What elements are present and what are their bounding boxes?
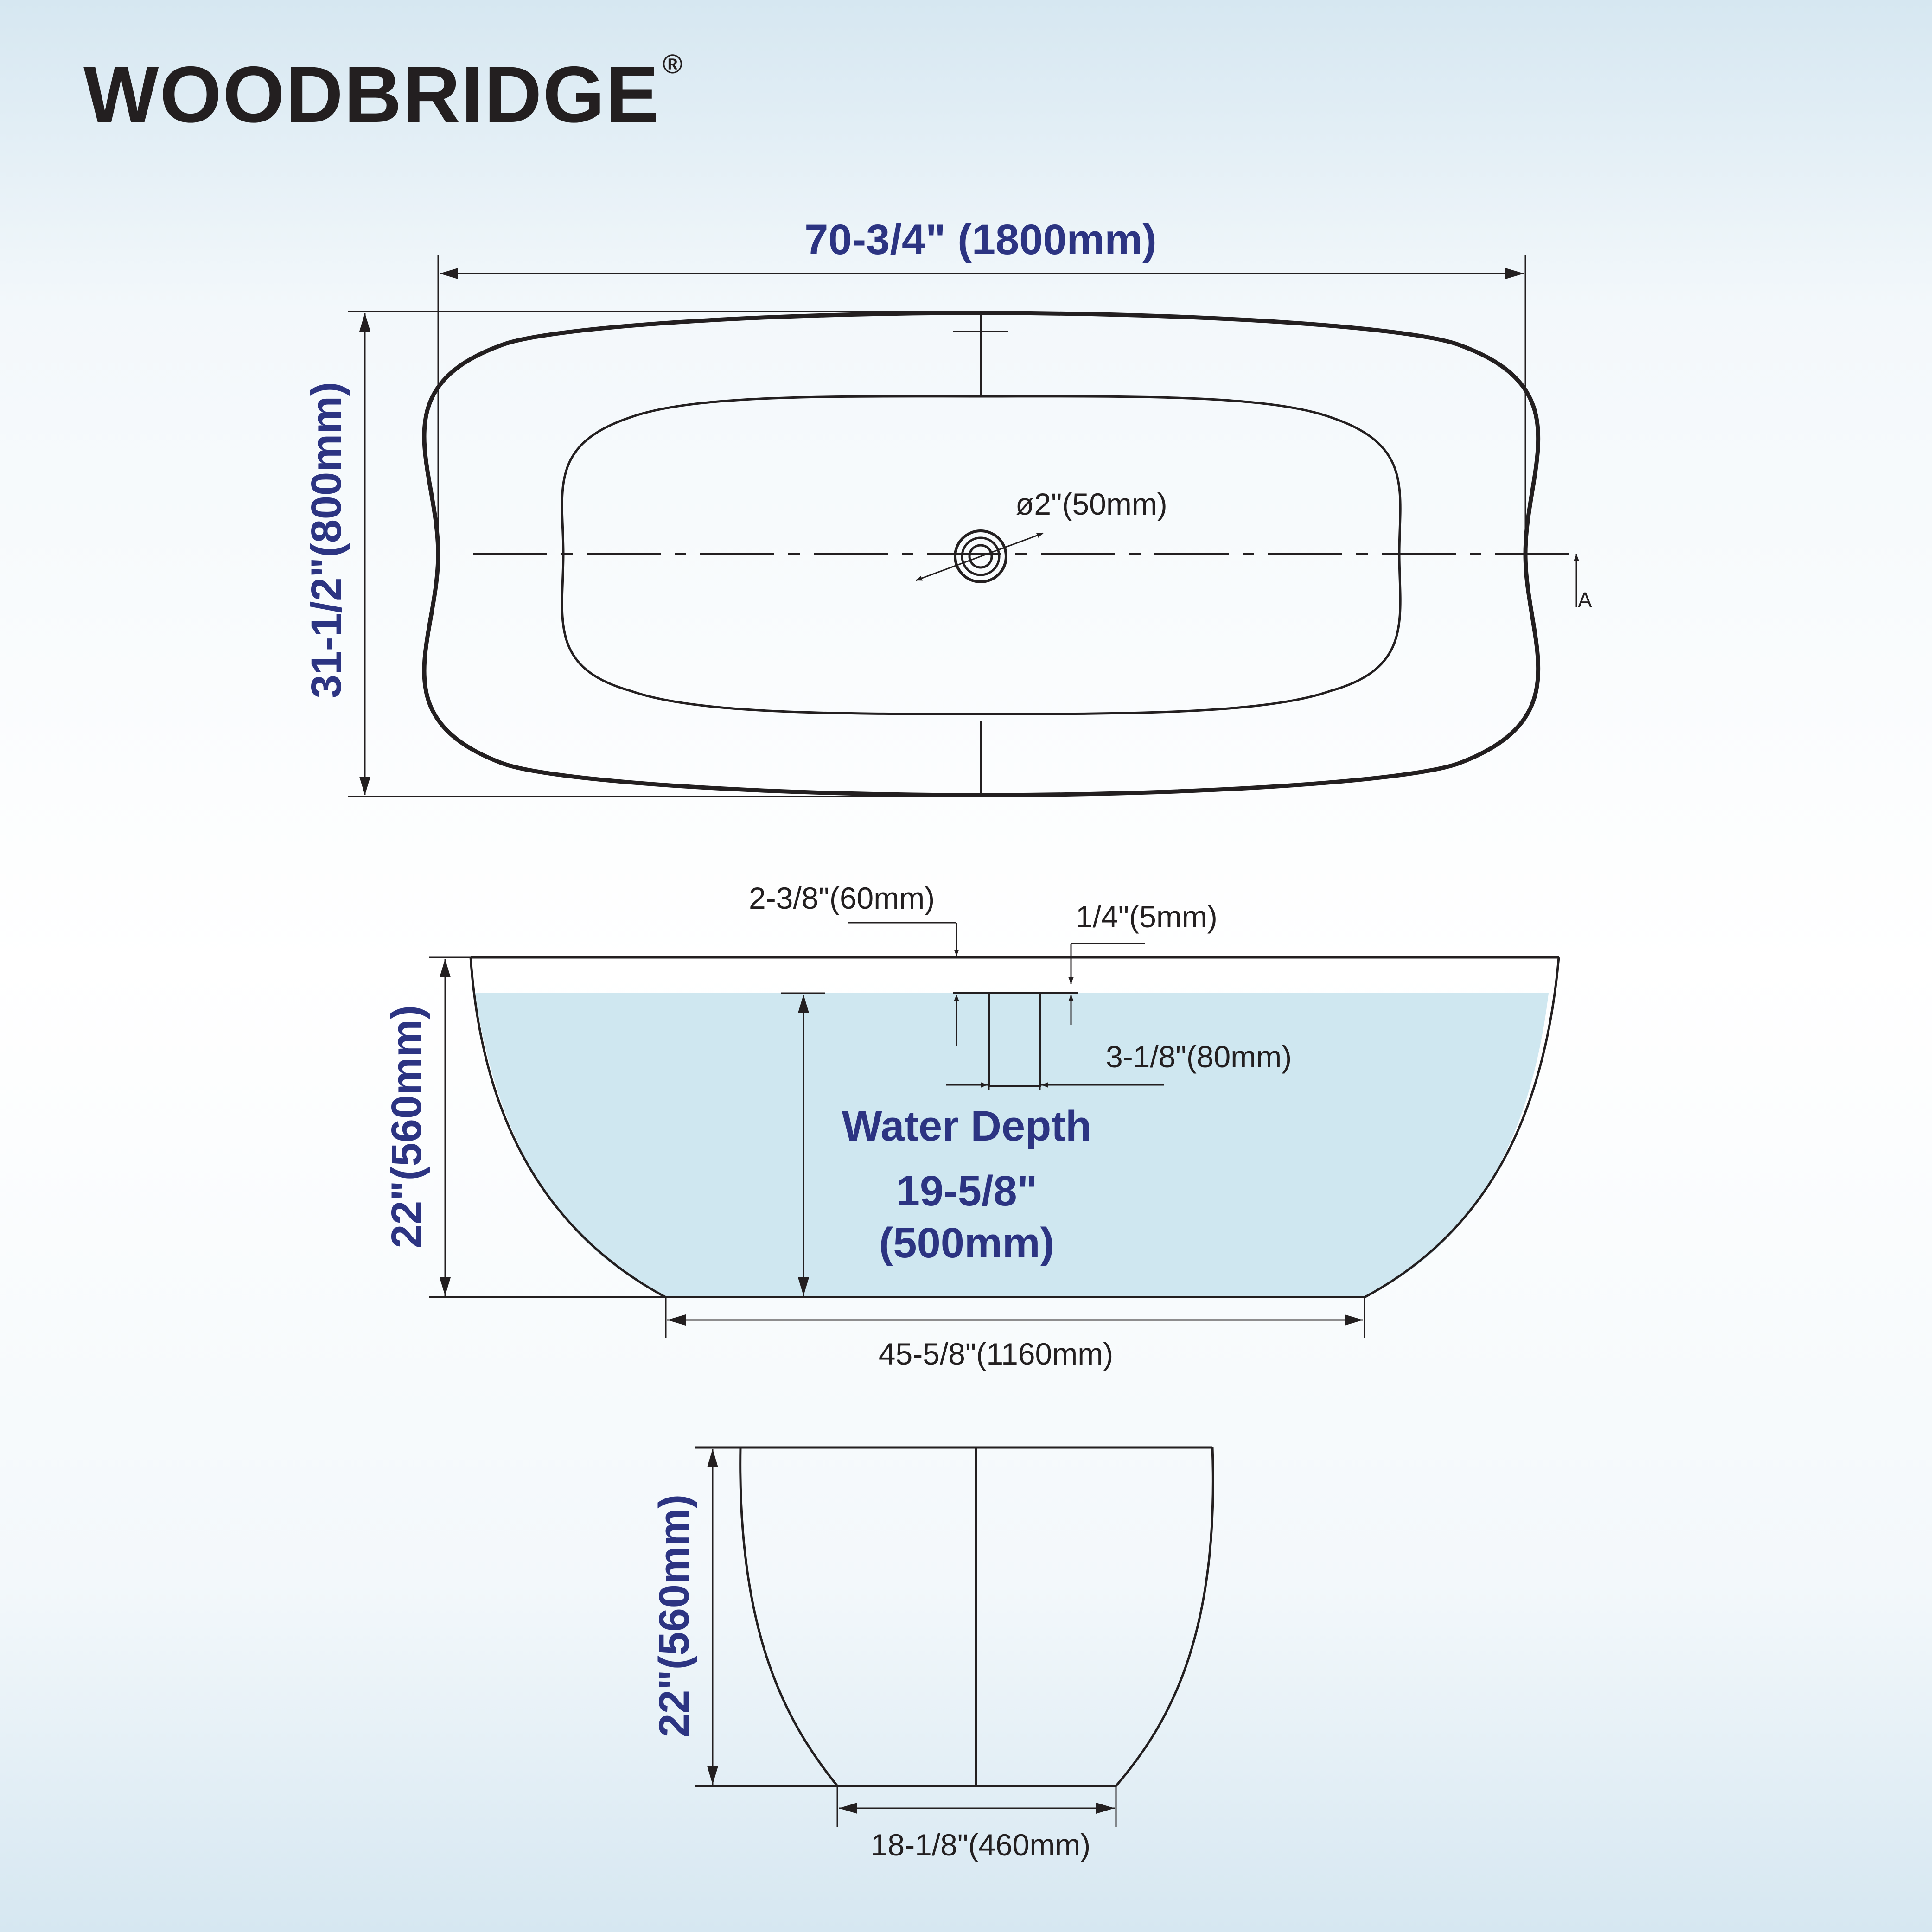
tub-left-wall <box>469 957 667 1299</box>
height-label: 22"(560mm) <box>383 1005 430 1248</box>
water-depth-title: Water Depth <box>842 1103 1091 1150</box>
overflow-width-label: 3-1/8"(80mm) <box>1106 1039 1292 1074</box>
tub-inner-basin <box>561 395 1402 715</box>
end-base-label: 18-1/8"(460mm) <box>871 1828 1091 1862</box>
end-view: 22"(560mm) 18-1/8"(460mm) <box>650 1446 1214 1862</box>
side-view: 22"(560mm) Water Depth 19-5/8" (500mm) 2… <box>383 881 1560 1371</box>
top-view: ø2"(50mm) 70-3/4" (1800mm) 31-1/2"(800mm… <box>303 216 1592 797</box>
water-fill <box>475 993 1549 1297</box>
tub-right-wall <box>1364 957 1560 1299</box>
width-label: 31-1/2"(800mm) <box>303 382 350 699</box>
drain-label: ø2"(50mm) <box>1015 487 1167 521</box>
drain-leader <box>915 532 1044 581</box>
end-right-wall <box>1115 1447 1214 1787</box>
end-height-label: 22"(560mm) <box>650 1494 698 1737</box>
brand-logo: WOODBRIDGE® <box>83 51 683 135</box>
base-length-label: 45-5/8"(1160mm) <box>879 1337 1113 1371</box>
water-depth-inches: 19-5/8" <box>896 1167 1037 1215</box>
length-label: 70-3/4" (1800mm) <box>804 216 1157 263</box>
overflow-gap-label: 1/4"(5mm) <box>1076 899 1218 934</box>
brand-name: WOODBRIDGE <box>83 50 660 139</box>
overflow-offset-label: 2-3/8"(60mm) <box>749 881 935 915</box>
end-left-wall <box>739 1447 838 1787</box>
section-marker-label: A <box>1578 588 1592 612</box>
registered-mark: ® <box>663 49 683 79</box>
water-depth-mm: (500mm) <box>879 1219 1054 1267</box>
